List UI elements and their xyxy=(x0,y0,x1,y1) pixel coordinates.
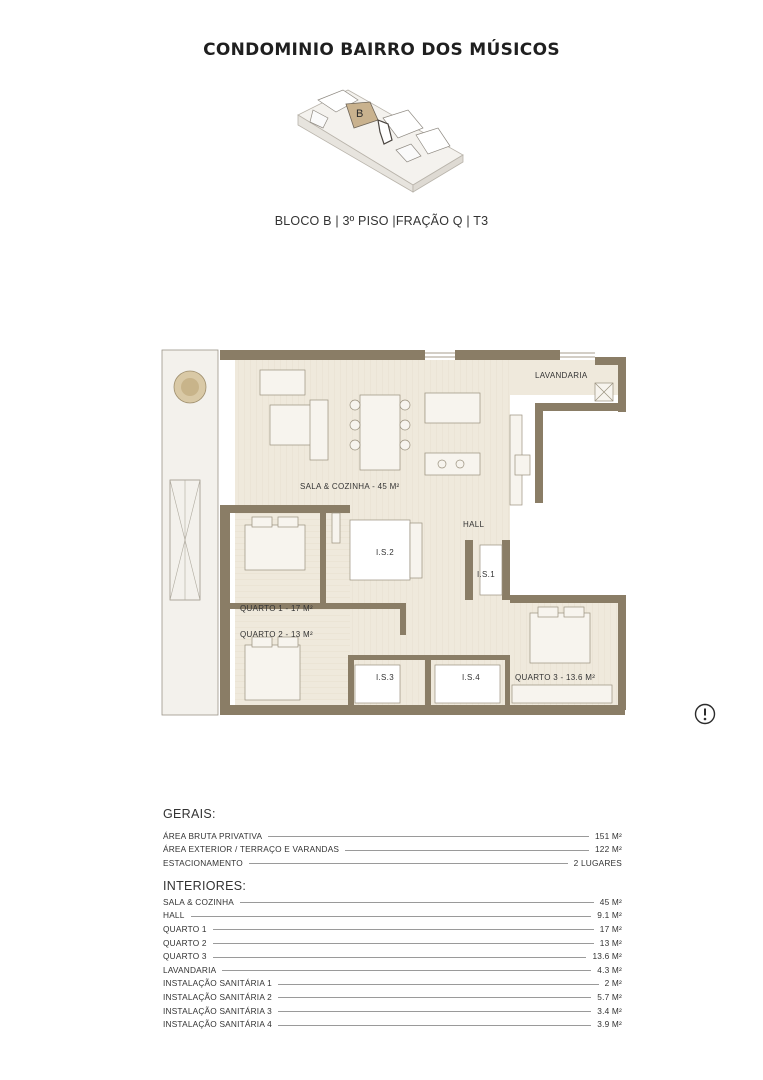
table-row: ÁREA EXTERIOR / TERRAÇO E VARANDAS 122 M… xyxy=(163,843,622,857)
row-label: QUARTO 1 xyxy=(163,923,207,934)
row-label: ÁREA BRUTA PRIVATIVA xyxy=(163,830,263,841)
row-label: LAVANDARIA xyxy=(163,964,217,975)
row-value: 151 M² xyxy=(594,830,622,841)
building-key-map: B xyxy=(297,89,464,193)
label-sala-cozinha: SALA & COZINHA - 45 M² xyxy=(300,482,400,491)
row-value: 2 LUGARES xyxy=(573,857,622,868)
table-row: INSTALAÇÃO SANITÁRIA 4 3.9 M² xyxy=(163,1017,622,1031)
row-value: 13.6 M² xyxy=(592,951,622,962)
table-row: QUARTO 1 17 M² xyxy=(163,922,622,936)
label-is2: I.S.2 xyxy=(376,548,394,557)
row-label: QUARTO 2 xyxy=(163,937,207,948)
row-label: SALA & COZINHA xyxy=(163,896,235,907)
row-value: 2 M² xyxy=(604,978,622,989)
row-label: INSTALAÇÃO SANITÁRIA 2 xyxy=(163,991,272,1002)
interiores-table: SALA & COZINHA 45 M² HALL 9.1 M² QUARTO 1 1… xyxy=(163,895,622,1031)
page-title: CONDOMINIO BAIRRO DOS MÚSICOS xyxy=(203,40,560,60)
row-value: 45 M² xyxy=(599,896,622,907)
row-value: 3.9 M² xyxy=(597,1019,622,1030)
label-quarto-3: QUARTO 3 - 13.6 M² xyxy=(515,673,595,682)
gerais-table: ÁREA BRUTA PRIVATIVA 151 M² ÁREA EXTERIO… xyxy=(163,829,622,870)
row-value: 5.7 M² xyxy=(597,991,622,1002)
floor-plan: LAVANDARIA SALA & COZINHA - 45 M² HALL I… xyxy=(161,349,626,716)
table-row: INSTALAÇÃO SANITÁRIA 1 2 M² xyxy=(163,977,622,991)
walls xyxy=(220,350,626,715)
label-lavandaria: LAVANDARIA xyxy=(535,371,588,380)
label-is1: I.S.1 xyxy=(477,570,495,579)
interiores-title: INTERIORES: xyxy=(163,879,247,893)
row-label: INSTALAÇÃO SANITÁRIA 4 xyxy=(163,1019,272,1030)
row-label: INSTALAÇÃO SANITÁRIA 3 xyxy=(163,1005,272,1016)
table-row: SALA & COZINHA 45 M² xyxy=(163,895,622,909)
label-hall: HALL xyxy=(463,520,484,529)
table-row: QUARTO 2 13 M² xyxy=(163,936,622,950)
block-letter: B xyxy=(356,108,363,120)
label-is4: I.S.4 xyxy=(462,673,480,682)
row-value: 3.4 M² xyxy=(597,1005,622,1016)
table-row: LAVANDARIA 4.3 M² xyxy=(163,963,622,977)
row-value: 122 M² xyxy=(594,844,622,855)
table-row: QUARTO 3 13.6 M² xyxy=(163,949,622,963)
row-label: INSTALAÇÃO SANITÁRIA 1 xyxy=(163,978,272,989)
warning-icon xyxy=(694,703,716,725)
row-value: 17 M² xyxy=(599,923,622,934)
gerais-title: GERAIS: xyxy=(163,807,216,821)
row-label: ÁREA EXTERIOR / TERRAÇO E VARANDAS xyxy=(163,844,340,855)
table-row: INSTALAÇÃO SANITÁRIA 3 3.4 M² xyxy=(163,1004,622,1018)
table-row: HALL 9.1 M² xyxy=(163,909,622,923)
terrace xyxy=(161,349,219,716)
table-row: ÁREA BRUTA PRIVATIVA 151 M² xyxy=(163,829,622,843)
label-quarto-1: QUARTO 1 - 17 M² xyxy=(240,604,313,613)
row-value: 13 M² xyxy=(599,937,622,948)
row-label: ESTACIONAMENTO xyxy=(163,857,243,868)
label-is3: I.S.3 xyxy=(376,673,394,682)
row-label: QUARTO 3 xyxy=(163,951,207,962)
label-quarto-2: QUARTO 2 - 13 M² xyxy=(240,630,313,639)
table-row: INSTALAÇÃO SANITÁRIA 2 5.7 M² xyxy=(163,990,622,1004)
row-value: 4.3 M² xyxy=(597,964,622,975)
furniture xyxy=(244,369,614,704)
table-row: ESTACIONAMENTO 2 LUGARES xyxy=(163,856,622,870)
unit-subtitle: BLOCO B | 3º PISO |FRAÇÃO Q | T3 xyxy=(274,214,489,228)
row-label: HALL xyxy=(163,910,185,921)
row-value: 9.1 M² xyxy=(597,910,622,921)
